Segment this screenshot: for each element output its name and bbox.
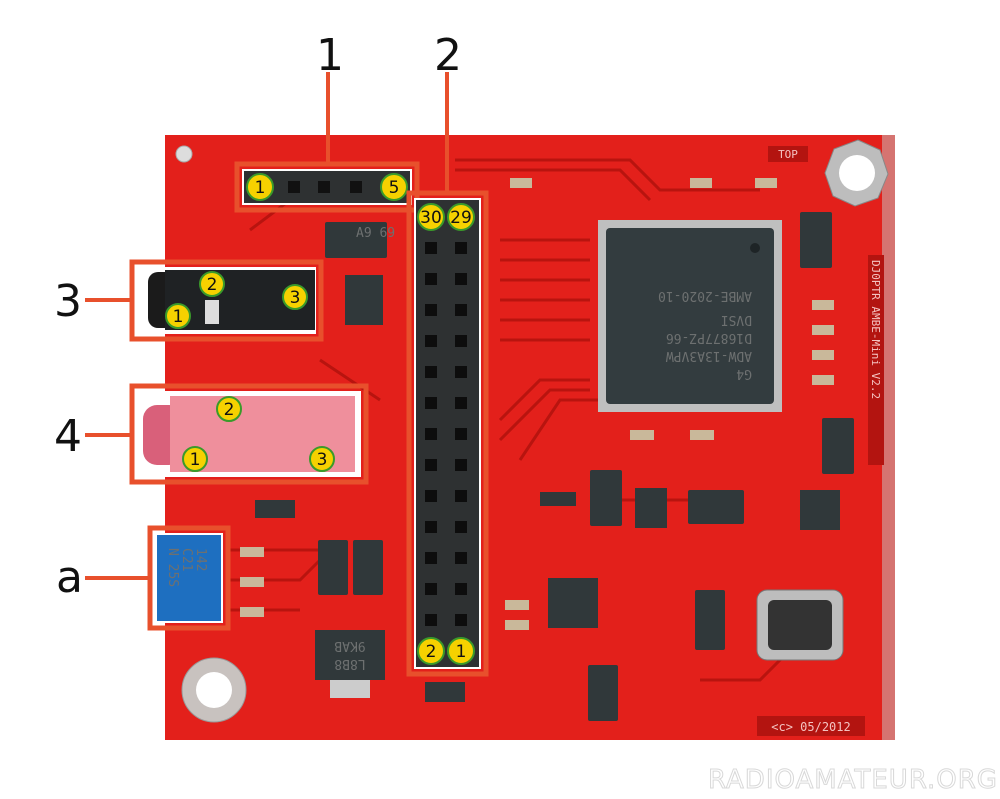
header-pin-hole bbox=[425, 242, 437, 254]
header-pin-hole bbox=[425, 552, 437, 564]
chip-line: D16877PZ-66 bbox=[666, 330, 752, 345]
crystal-oscillator bbox=[756, 589, 844, 661]
callout-label-3: 3 bbox=[54, 276, 82, 327]
header-pin-hole bbox=[425, 304, 437, 316]
voltage-regulator: L8B8 9KAB bbox=[315, 630, 385, 698]
mount-hole-bottom-left bbox=[181, 657, 247, 723]
header-pin-hole bbox=[425, 397, 437, 409]
pin-number: 3 bbox=[290, 288, 301, 308]
pot-line: C21 bbox=[179, 548, 194, 571]
header-pin-hole bbox=[425, 614, 437, 626]
header-pin-hole bbox=[425, 335, 437, 347]
pin-number: 2 bbox=[224, 400, 235, 420]
callout-label-a: a bbox=[56, 552, 83, 603]
callout-label-2: 2 bbox=[434, 30, 462, 81]
inductor-label: A9 69 bbox=[356, 226, 395, 241]
pin-number: 3 bbox=[317, 450, 328, 470]
mount-hole-icon bbox=[175, 145, 193, 163]
header-pin-hole bbox=[425, 428, 437, 440]
header-pin-holes bbox=[425, 242, 467, 626]
header-pin-hole bbox=[455, 304, 467, 316]
header-pin-hole bbox=[455, 366, 467, 378]
mount-hole-top-right bbox=[824, 139, 889, 207]
header-pin-hole bbox=[455, 521, 467, 533]
header-pin-hole bbox=[425, 490, 437, 502]
callout-label-4: 4 bbox=[54, 411, 82, 462]
header-pin-hole bbox=[425, 521, 437, 533]
chip-line: G4 bbox=[736, 366, 752, 381]
pin-number: 29 bbox=[450, 208, 472, 228]
header-pin-hole bbox=[455, 614, 467, 626]
header-pin-hole bbox=[425, 583, 437, 595]
callout-label-1: 1 bbox=[316, 30, 344, 81]
pin-number: 1 bbox=[173, 307, 184, 327]
smd-components bbox=[240, 178, 854, 721]
pin-number: 2 bbox=[207, 275, 218, 295]
header-pin-hole bbox=[455, 242, 467, 254]
callout-a-trimmer-potentiometer: a 142 C21 N 25S bbox=[56, 525, 231, 631]
side-marking: DJ0PTR AMBE-Mini V2.2 bbox=[869, 260, 882, 399]
pin-number: 30 bbox=[420, 208, 442, 228]
header-pin-hole bbox=[455, 335, 467, 347]
pin-number: 1 bbox=[456, 642, 467, 662]
callout-1-five-pin-header: 1 1 5 bbox=[234, 30, 420, 213]
dvsi-ambe-chip: G4 ADW-13A3VPW D16877PZ-66 DVSI AMBE-202… bbox=[598, 220, 782, 412]
header-pin-hole bbox=[425, 459, 437, 471]
top-marking: TOP bbox=[778, 148, 798, 161]
callout-4-pink-audio-jack: 4 2 1 3 bbox=[54, 383, 369, 485]
pin-number: 1 bbox=[255, 178, 266, 198]
header-pin-hole bbox=[455, 490, 467, 502]
chip-line: ADW-13A3VPW bbox=[666, 348, 752, 363]
chip-line: AMBE-2020-10 bbox=[658, 288, 752, 303]
regulator-line: L8B8 bbox=[334, 656, 365, 671]
chip-line: DVSI bbox=[721, 312, 752, 327]
callout-2-thirty-pin-header: 2 30 29 2 1 bbox=[406, 30, 489, 677]
header-pin-hole bbox=[455, 459, 467, 471]
header-pin-hole bbox=[455, 273, 467, 285]
header-pin-hole bbox=[425, 366, 437, 378]
regulator-line: 9KAB bbox=[334, 638, 365, 653]
pin-number: 1 bbox=[190, 450, 201, 470]
watermark: RADIOAMATEUR.ORG bbox=[708, 765, 998, 795]
copyright-marking: <c> 05/2012 bbox=[771, 720, 850, 734]
pot-line: 142 bbox=[193, 548, 208, 571]
callout-3-black-audio-jack: 3 1 2 3 bbox=[54, 259, 324, 342]
pin-number: 2 bbox=[426, 642, 437, 662]
pot-line: N 25S bbox=[165, 548, 180, 587]
pin-number: 5 bbox=[389, 178, 400, 198]
header-pin-hole bbox=[455, 583, 467, 595]
header-pin-hole bbox=[455, 428, 467, 440]
header-pin-hole bbox=[455, 552, 467, 564]
header-pin-hole bbox=[455, 397, 467, 409]
header-pin-hole bbox=[425, 273, 437, 285]
